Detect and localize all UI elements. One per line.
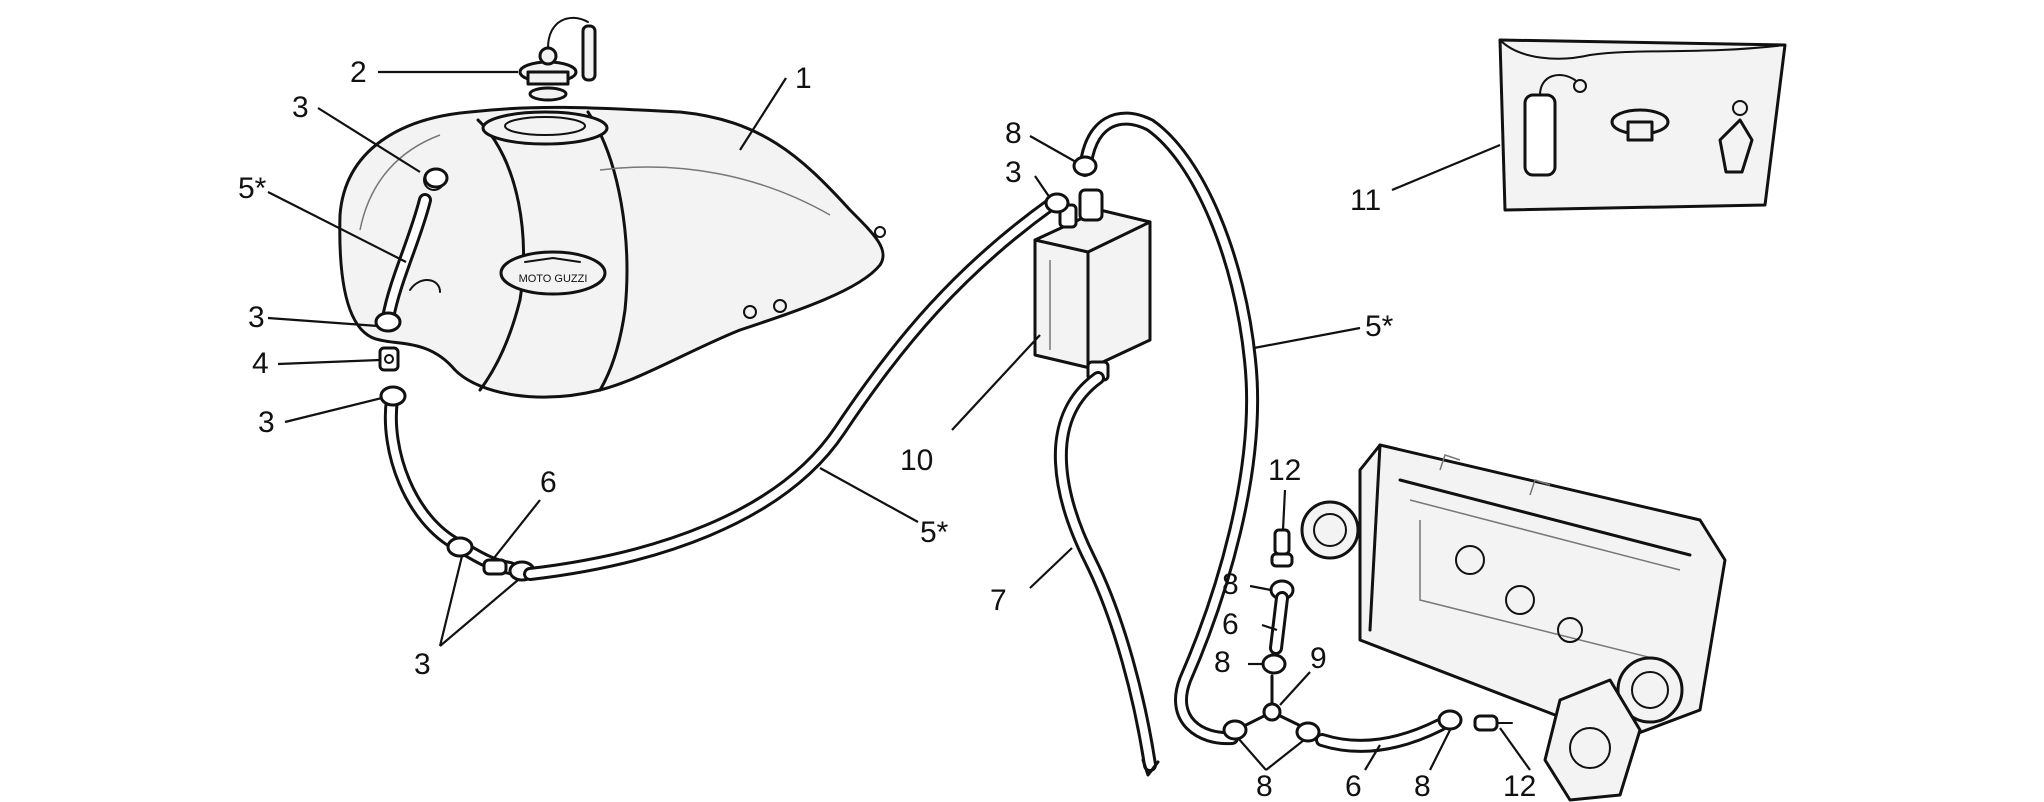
callout-3-bottom: 3 — [414, 648, 431, 681]
clamp-left-lower-icon — [379, 385, 407, 407]
callout-11: 11 — [1350, 184, 1381, 217]
callout-6-right: 6 — [1222, 608, 1239, 641]
callout-12-top: 12 — [1268, 454, 1301, 487]
clip-bottom-left-icon — [1222, 719, 1321, 743]
callout-1: 1 — [795, 62, 812, 95]
throttle-body-assembly — [1300, 443, 1727, 802]
callout-8-bottom-right: 8 — [1414, 770, 1431, 802]
vent-hose — [1053, 371, 1160, 777]
callout-10: 10 — [900, 444, 933, 477]
callout-7: 7 — [990, 584, 1007, 617]
nipple-bottom-icon — [1473, 714, 1499, 732]
clamp-canister-icon — [1044, 192, 1070, 214]
callout-2: 2 — [350, 56, 367, 89]
hose-middle — [523, 198, 1057, 581]
upper-connector-hose — [1261, 528, 1295, 675]
callout-8-bottom: 8 — [1256, 770, 1273, 802]
callout-8-top: 8 — [1005, 117, 1022, 150]
callout-3-left-upper: 3 — [248, 301, 265, 334]
filler-cap — [518, 17, 597, 102]
callout-12-bottom: 12 — [1503, 770, 1536, 802]
callout-9: 9 — [1310, 642, 1327, 675]
callout-6-left: 6 — [540, 466, 557, 499]
hose-left — [381, 193, 432, 325]
callout-6-bottom: 6 — [1345, 770, 1362, 802]
fuel-tank: MOTO GUZZI — [338, 105, 886, 399]
hose-right — [1078, 111, 1260, 746]
callout-4: 4 — [252, 347, 269, 380]
callout-3-top: 3 — [292, 91, 309, 124]
nipple-top-icon — [1273, 528, 1291, 556]
carbon-canister — [1033, 188, 1152, 382]
tank-badge-text: MOTO GUZZI — [519, 273, 588, 285]
lock-kit-box — [1498, 38, 1787, 212]
clip-top-icon — [1072, 155, 1098, 177]
tee-fitting-icon — [1238, 674, 1307, 730]
key-icon — [1718, 118, 1754, 174]
callout-3-left-lower: 3 — [258, 406, 275, 439]
callout-3-canister: 3 — [1005, 156, 1022, 189]
connector-left-icon — [482, 558, 508, 576]
valve-icon — [378, 346, 400, 372]
callout-8-right-a: 8 — [1222, 568, 1239, 601]
callout-5-middle: 5* — [920, 516, 949, 549]
lock-cylinder-icon — [1523, 93, 1557, 177]
callout-5-left: 5* — [238, 172, 267, 205]
callout-8-right-b: 8 — [1214, 646, 1231, 679]
callout-5-right: 5* — [1365, 310, 1394, 343]
clamp-left-upper-icon — [374, 311, 402, 333]
bottom-right-hose — [1315, 709, 1513, 753]
clamp-top-icon — [423, 167, 449, 189]
